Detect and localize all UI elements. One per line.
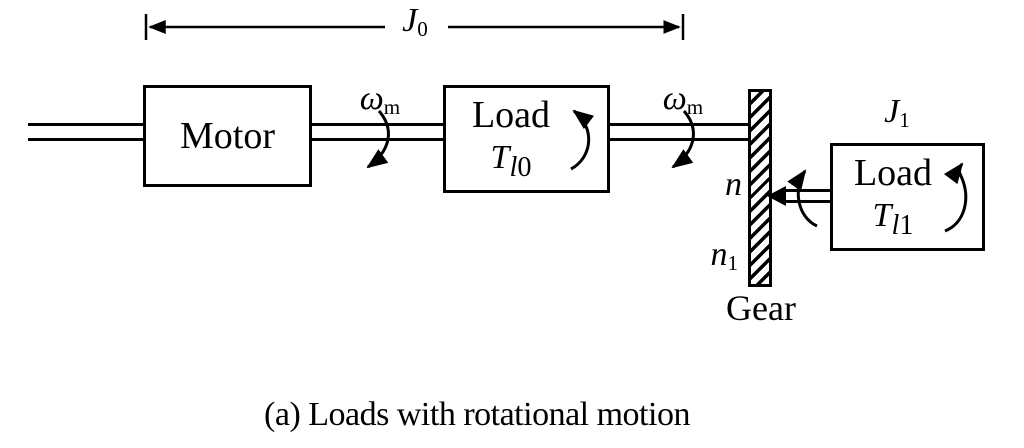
rotation-arrow-load0	[570, 109, 595, 171]
output-shaft	[784, 189, 832, 203]
gear-input-teeth-label: n	[725, 166, 742, 203]
gear-output-teeth-label: n1	[710, 236, 738, 276]
main-shaft	[28, 123, 750, 141]
load0-torque-label: Tl0	[490, 138, 532, 183]
rotation-arrow-output-shaft	[787, 169, 818, 228]
load1-title: Load	[853, 151, 933, 194]
motor-label: Motor	[180, 115, 275, 157]
rotation-arrows	[366, 109, 968, 233]
load1-label: Load Tl1	[830, 143, 956, 251]
rotation-arrow-gear-shaft	[671, 110, 695, 169]
rotation-arrow-motor-shaft	[366, 110, 390, 169]
gear-disc	[748, 89, 772, 287]
load0-title: Load	[471, 93, 551, 136]
j1-inertia-label: J1	[884, 93, 910, 133]
j0-dimension-line	[144, 14, 685, 40]
load0-label: Load Tl0	[443, 85, 579, 193]
figure-caption: (a) Loads with rotational motion	[264, 396, 690, 433]
gear-label: Gear	[726, 288, 796, 328]
j0-inertia-label: J0	[402, 2, 428, 42]
omega-m-label-2: ωm	[662, 80, 704, 120]
rotation-arrow-load1	[943, 162, 968, 233]
motor-box	[143, 85, 312, 187]
load1-box	[830, 143, 985, 251]
gear-mesh-arrowhead	[767, 186, 786, 206]
omega-m-label-1: ωm	[359, 80, 401, 120]
load1-torque-label: Tl1	[872, 196, 914, 241]
